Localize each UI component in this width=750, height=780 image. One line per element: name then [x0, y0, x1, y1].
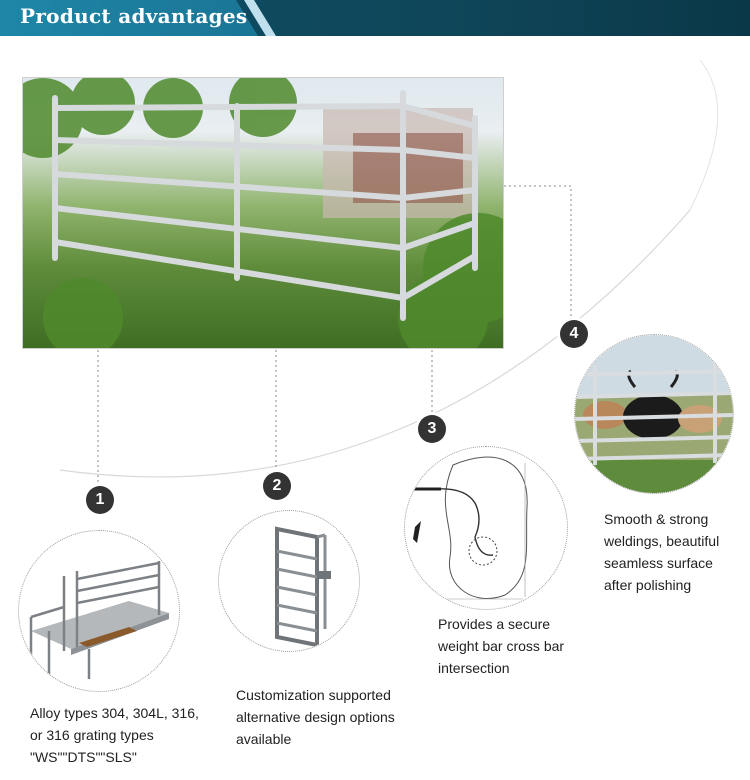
cross-bar-drawing	[404, 446, 568, 610]
feature-number-1: 1	[86, 486, 114, 514]
cattle-pen-image	[574, 334, 734, 494]
feature-caption-1: Alloy types 304, 304L, 316, or 316 grati…	[30, 705, 199, 765]
technical-drawing	[413, 456, 528, 600]
ramp-illustration	[29, 561, 169, 681]
header-tab	[0, 0, 258, 36]
feature-caption-4: Smooth & strong weldings, beautiful seam…	[604, 511, 720, 593]
fence-illustration	[23, 78, 503, 348]
feature-caption-2: Customization supported alternative desi…	[236, 687, 395, 747]
cattle-illustration	[575, 335, 733, 493]
gate-illustration	[275, 526, 331, 648]
feature-caption-3: Provides a secure weight bar cross bar i…	[438, 616, 565, 676]
feature-number-4: 4	[560, 320, 588, 348]
gate-panel-image	[218, 510, 360, 652]
header-bar: Product advantages	[0, 0, 750, 36]
alloy-ramp-image	[18, 530, 180, 692]
feature-number-2: 2	[263, 472, 291, 500]
page-title: Product advantages	[20, 4, 248, 28]
feature-number-3: 3	[418, 415, 446, 443]
main-fence-photo	[22, 77, 504, 349]
